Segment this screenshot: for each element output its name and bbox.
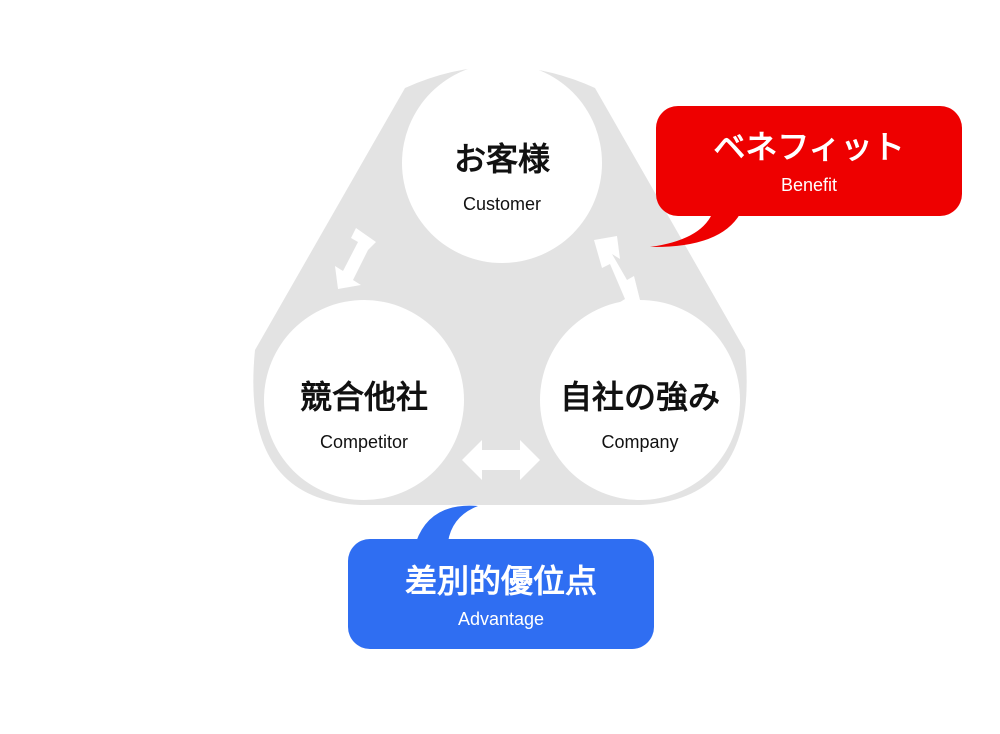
advantage-subtitle: Advantage	[458, 609, 544, 629]
competitor-title: 競合他社	[300, 378, 428, 416]
advantage-callout: 差別的優位点 Advantage	[348, 505, 654, 649]
customer-circle	[402, 63, 602, 263]
advantage-title: 差別的優位点	[405, 562, 597, 600]
benefit-title: ベネフィット	[713, 128, 904, 166]
company-circle	[540, 300, 740, 500]
arrow-competitor-company	[462, 440, 540, 480]
customer-title: お客様	[454, 140, 551, 178]
competitor-subtitle: Competitor	[320, 432, 408, 452]
company-title: 自社の強み	[560, 378, 720, 416]
company-subtitle: Company	[601, 432, 678, 452]
arrow-customer-company	[594, 236, 640, 304]
competitor-circle	[264, 300, 464, 500]
customer-subtitle: Customer	[463, 194, 541, 214]
benefit-subtitle: Benefit	[781, 175, 837, 195]
double-arrow-icon	[335, 228, 640, 480]
benefit-callout: ベネフィット Benefit	[650, 106, 962, 248]
arrow-customer-competitor	[335, 228, 376, 289]
